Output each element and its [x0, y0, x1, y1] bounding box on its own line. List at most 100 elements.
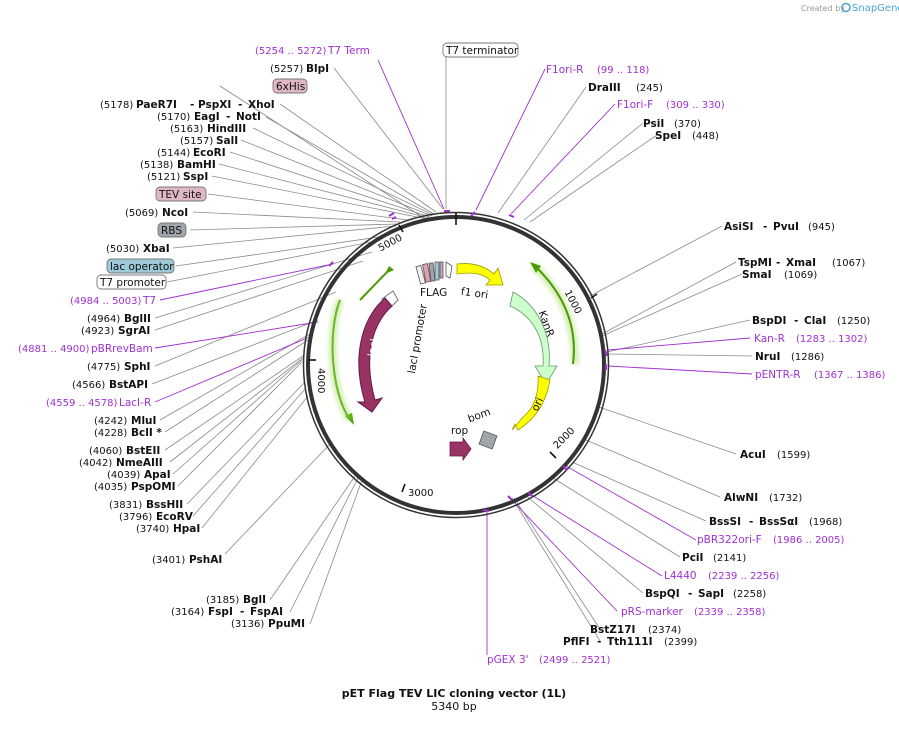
- svg-text:PspXI: PspXI: [198, 99, 231, 111]
- svg-text:(5178): (5178): [100, 100, 133, 111]
- svg-text:BamHI: BamHI: [177, 159, 216, 171]
- svg-text:BssSI: BssSI: [709, 516, 741, 528]
- svg-text:NmeAIII: NmeAIII: [116, 457, 163, 469]
- svg-text:PvuI: PvuI: [773, 221, 799, 233]
- primer-label: F1ori-R(99 .. 118): [546, 64, 649, 76]
- svg-text:F1ori-F: F1ori-F: [617, 99, 653, 111]
- enzyme-label: AlwNI(1732): [724, 492, 802, 504]
- backbone: [302, 211, 610, 519]
- svg-text:(4242): (4242): [94, 416, 127, 427]
- svg-text:(5254 .. 5272): (5254 .. 5272): [255, 46, 327, 57]
- leader-lines: [151, 56, 753, 642]
- svg-text:SpeI: SpeI: [655, 130, 681, 142]
- svg-text:Tth111I: Tth111I: [607, 636, 652, 648]
- svg-text:L4440: L4440: [664, 570, 697, 582]
- svg-text:FspAI: FspAI: [250, 606, 283, 618]
- primer-label: L4440(2239 .. 2256): [664, 570, 780, 582]
- boxed-feature-lac-operator: lac operator: [106, 258, 175, 274]
- enzyme-label: SmaI(1069): [742, 269, 817, 281]
- primer-label: pRS-marker(2339 .. 2358): [621, 606, 766, 618]
- svg-text:PaeR7I: PaeR7I: [136, 99, 177, 111]
- svg-text:(3796): (3796): [119, 512, 152, 523]
- svg-text:PpuMI: PpuMI: [268, 618, 305, 630]
- svg-text:(945): (945): [808, 222, 835, 233]
- svg-text:PciI: PciI: [682, 552, 703, 564]
- enzyme-label: (4923)SgrAI: [81, 325, 150, 337]
- kanR-green-arc: [530, 262, 575, 365]
- svg-text:AcuI: AcuI: [740, 449, 766, 461]
- enzyme-label: BstZ17I(2374): [590, 624, 681, 636]
- kanR-arrow: [509, 291, 558, 385]
- svg-text:BglII: BglII: [124, 313, 151, 325]
- enzyme-label: (3740)HpaI: [136, 523, 200, 535]
- svg-text:SgrAI: SgrAI: [118, 325, 150, 337]
- enzyme-label: (4228)BclI *: [94, 427, 162, 439]
- svg-text:PsiI: PsiI: [643, 118, 664, 130]
- svg-text:pRS-marker: pRS-marker: [621, 606, 684, 618]
- svg-text:(5157): (5157): [180, 136, 213, 147]
- svg-text:(5170): (5170): [157, 112, 190, 123]
- svg-text:(2499 .. 2521): (2499 .. 2521): [539, 655, 611, 666]
- svg-text:PspOMI: PspOMI: [131, 481, 176, 493]
- svg-text:(5030): (5030): [106, 244, 139, 255]
- svg-text:(3831): (3831): [109, 500, 142, 511]
- svg-text:BlpI: BlpI: [306, 63, 329, 75]
- svg-text:(2374): (2374): [648, 625, 681, 636]
- svg-text:HindIII: HindIII: [207, 123, 246, 135]
- svg-text:-: -: [238, 99, 242, 111]
- svg-text:EagI: EagI: [194, 111, 220, 123]
- primer-label: pGEX 3'(2499 .. 2521): [487, 654, 611, 666]
- svg-text:(5257): (5257): [270, 64, 303, 75]
- svg-text:(370): (370): [674, 119, 701, 130]
- svg-text:BglI: BglI: [243, 594, 266, 606]
- svg-text:(4228): (4228): [94, 428, 127, 439]
- boxed-feature-t7-terminator: T7 terminator: [442, 42, 519, 58]
- enzyme-label: NruI (1286): [755, 351, 824, 363]
- enzyme-label: (5170) EagI - NotI: [157, 111, 261, 123]
- svg-text:AlwNI: AlwNI: [724, 492, 758, 504]
- svg-text:-: -: [749, 516, 753, 528]
- svg-text:(4035): (4035): [94, 482, 127, 493]
- primer-label: Kan-R(1283 .. 1302): [754, 333, 868, 345]
- svg-text:(1286): (1286): [791, 352, 824, 363]
- ori-arrow: [511, 375, 551, 431]
- enzyme-label: (3831)BssHII: [109, 499, 183, 511]
- svg-text:T7 promoter: T7 promoter: [99, 277, 166, 289]
- svg-text:(1250): (1250): [837, 316, 870, 327]
- svg-text:(3164): (3164): [171, 607, 204, 618]
- svg-text:NruI: NruI: [755, 351, 780, 363]
- primer-label: (4881 .. 4900)pBRrevBam: [18, 343, 153, 355]
- svg-text:HpaI: HpaI: [173, 523, 200, 535]
- svg-text:MluI: MluI: [131, 415, 156, 427]
- tick-label-3000: 3000: [408, 488, 433, 499]
- created-by-text: Created by: [801, 4, 845, 13]
- svg-text:(5121): (5121): [147, 172, 180, 183]
- svg-text:(1968): (1968): [809, 517, 842, 528]
- enzyme-label: BssSI - BssSαI (1968): [709, 516, 842, 528]
- boxed-feature-rbs: RBS: [157, 222, 187, 238]
- svg-text:(309 .. 330): (309 .. 330): [666, 100, 725, 111]
- svg-text:(1599): (1599): [777, 450, 810, 461]
- feature-laci-label: lacI: [366, 338, 381, 358]
- feature-bom-label: bom: [466, 406, 492, 425]
- svg-text:BspQI: BspQI: [645, 588, 680, 600]
- svg-text:LacI-R: LacI-R: [119, 397, 151, 409]
- enzyme-label: (5157)SalI: [180, 135, 238, 147]
- svg-text:(4559 .. 4578): (4559 .. 4578): [46, 398, 118, 409]
- enzyme-label: (5121)SspI: [147, 171, 208, 183]
- svg-text:T7 Term: T7 Term: [327, 45, 370, 57]
- enzyme-label: PciI(2141): [682, 552, 746, 564]
- svg-text:BstAPI: BstAPI: [109, 379, 148, 391]
- primer-label: pENTR-R(1367 .. 1386): [755, 369, 886, 381]
- lacI-arrow: [356, 297, 393, 413]
- enzyme-label: (3164) FspI - FspAI: [171, 606, 283, 618]
- svg-text:-: -: [597, 636, 601, 648]
- svg-text:PflFI: PflFI: [563, 636, 590, 648]
- map-title: pET Flag TEV LIC cloning vector (1L): [342, 687, 566, 700]
- enzyme-label: (5069)NcoI: [125, 207, 188, 219]
- enzyme-label: (3796)EcoRV: [119, 511, 194, 523]
- enzyme-label: BspDI - ClaI (1250): [752, 315, 870, 327]
- svg-text:(4042): (4042): [79, 458, 112, 469]
- tick-marks: [308, 213, 598, 493]
- svg-text:(99 .. 118): (99 .. 118): [597, 65, 649, 76]
